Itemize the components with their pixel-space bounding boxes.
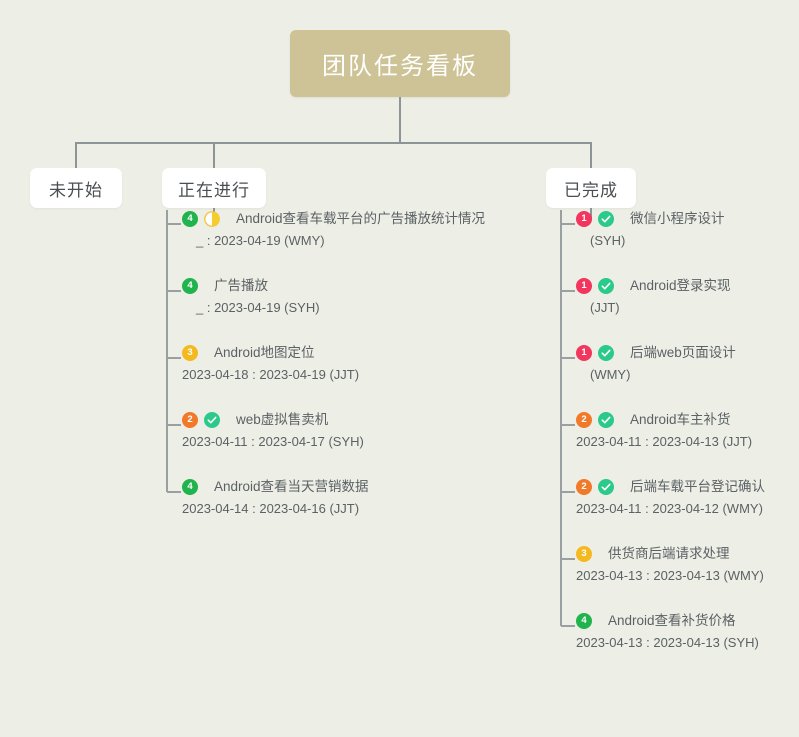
task-title-row: 4 Android查看补货价格: [576, 612, 794, 630]
priority-badge: 3: [576, 546, 592, 562]
task-item[interactable]: 4 Android查看车载平台的广告播放统计情况 _ : 2023-04-19 (W…: [160, 210, 540, 249]
connector-branch: [167, 290, 181, 292]
task-title-row: 2 web虚拟售卖机: [182, 411, 540, 429]
task-item[interactable]: 2 后端车载平台登记确认 2023-04-11 : 2023-04-12 (WMY): [554, 478, 794, 517]
check-circle-icon: [598, 211, 614, 227]
task-title-row: 1 Android登录实现: [576, 277, 794, 295]
task-title: Android车主补货: [630, 412, 731, 427]
task-dates: 2023-04-11 : 2023-04-13 (JJT): [576, 434, 753, 449]
task-title-row: 4 Android查看当天营销数据: [182, 478, 540, 496]
task-title-row: 2 后端车载平台登记确认: [576, 478, 794, 496]
task-title: Android查看当天营销数据: [214, 479, 369, 494]
root-node[interactable]: 团队任务看板: [290, 30, 510, 97]
task-item[interactable]: 2 web虚拟售卖机 2023-04-11 : 2023-04-17 (SYH): [160, 411, 540, 450]
task-item[interactable]: 2 Android车主补货 2023-04-11 : 2023-04-13 (JJT…: [554, 411, 794, 450]
task-dates: 2023-04-11 : 2023-04-12 (WMY): [576, 501, 763, 516]
connector-branch: [561, 357, 575, 359]
task-item[interactable]: 3 Android地图定位 2023-04-18 : 2023-04-19 (JJT…: [160, 344, 540, 383]
priority-badge: 2: [576, 479, 592, 495]
task-item[interactable]: 4 Android查看补货价格 2023-04-13 : 2023-04-13 (S…: [554, 612, 794, 651]
task-dates: _ : 2023-04-19 (SYH): [196, 300, 320, 315]
page-title: 团队任务看板: [322, 53, 478, 80]
task-item[interactable]: 4 广告播放 _ : 2023-04-19 (SYH): [160, 277, 540, 316]
task-title: 供货商后端请求处理: [608, 546, 730, 561]
connector-branch: [167, 357, 181, 359]
priority-badge: 3: [182, 345, 198, 361]
task-item[interactable]: 1 微信小程序设计 (SYH): [554, 210, 794, 249]
task-dates: (WMY): [590, 367, 631, 382]
task-title-row: 3 供货商后端请求处理: [576, 545, 794, 563]
priority-badge: 2: [576, 412, 592, 428]
column-header-not-started[interactable]: 未开始: [30, 168, 122, 208]
connector-branch: [167, 491, 181, 493]
task-title-row: 1 微信小程序设计: [576, 210, 794, 228]
half-circle-icon: [204, 211, 220, 227]
task-title: 后端车载平台登记确认: [630, 479, 765, 494]
priority-badge: 4: [182, 211, 198, 227]
task-list-in-progress: 4 Android查看车载平台的广告播放统计情况 _ : 2023-04-19 (W…: [160, 210, 540, 545]
connector-branch: [561, 290, 575, 292]
task-title-row: 4 广告播放: [182, 277, 540, 295]
task-item[interactable]: 3 供货商后端请求处理 2023-04-13 : 2023-04-13 (WMY): [554, 545, 794, 584]
task-item[interactable]: 4 Android查看当天营销数据 2023-04-14 : 2023-04-16 …: [160, 478, 540, 517]
connector-branch: [167, 223, 181, 225]
task-dates: 2023-04-13 : 2023-04-13 (SYH): [576, 635, 759, 650]
priority-badge: 4: [576, 613, 592, 629]
task-title: Android查看车载平台的广告播放统计情况: [236, 211, 486, 226]
task-title: 广告播放: [214, 278, 268, 293]
task-title: 微信小程序设计: [630, 211, 725, 226]
priority-badge: 4: [182, 278, 198, 294]
connector-branch: [561, 223, 575, 225]
task-dates: 2023-04-13 : 2023-04-13 (WMY): [576, 568, 764, 583]
connector-horizontal: [75, 142, 591, 144]
connector-branch: [561, 625, 575, 627]
connector-drop-col-2: [590, 142, 592, 169]
connector-drop-col-1: [213, 142, 215, 169]
task-title-row: 3 Android地图定位: [182, 344, 540, 362]
task-item[interactable]: 1 Android登录实现 (JJT): [554, 277, 794, 316]
task-title: Android查看补货价格: [608, 613, 736, 628]
task-title: Android地图定位: [214, 345, 315, 360]
check-circle-icon: [598, 479, 614, 495]
task-dates: (JJT): [590, 300, 620, 315]
check-circle-icon: [204, 412, 220, 428]
connector-branch: [561, 491, 575, 493]
connector-branch: [561, 424, 575, 426]
task-dates: 2023-04-18 : 2023-04-19 (JJT): [182, 367, 360, 382]
column-header-completed[interactable]: 已完成: [546, 168, 636, 208]
task-title-row: 4 Android查看车载平台的广告播放统计情况: [182, 210, 540, 228]
task-dates: (SYH): [590, 233, 626, 248]
column-label: 正在进行: [178, 180, 250, 200]
column-label: 未开始: [49, 180, 103, 200]
connector-trunk: [560, 210, 562, 626]
connector-root-stem: [399, 97, 401, 143]
check-circle-icon: [598, 412, 614, 428]
priority-badge: 4: [182, 479, 198, 495]
check-circle-icon: [598, 278, 614, 294]
check-circle-icon: [598, 345, 614, 361]
priority-badge: 1: [576, 278, 592, 294]
priority-badge: 1: [576, 345, 592, 361]
task-dates: _ : 2023-04-19 (WMY): [196, 233, 325, 248]
task-title-row: 2 Android车主补货: [576, 411, 794, 429]
task-title: Android登录实现: [630, 278, 731, 293]
connector-trunk: [166, 210, 168, 492]
task-title: web虚拟售卖机: [236, 412, 329, 427]
task-dates: 2023-04-14 : 2023-04-16 (JJT): [182, 501, 360, 516]
task-title-row: 1 后端web页面设计: [576, 344, 794, 362]
priority-badge: 2: [182, 412, 198, 428]
connector-branch: [167, 424, 181, 426]
task-item[interactable]: 1 后端web页面设计 (WMY): [554, 344, 794, 383]
column-header-in-progress[interactable]: 正在进行: [162, 168, 266, 208]
priority-badge: 1: [576, 211, 592, 227]
connector-stem-completed: [590, 208, 592, 220]
connector-drop-col-0: [75, 142, 77, 169]
column-label: 已完成: [564, 180, 618, 200]
connector-branch: [561, 558, 575, 560]
task-title: 后端web页面设计: [630, 345, 736, 360]
task-dates: 2023-04-11 : 2023-04-17 (SYH): [182, 434, 364, 449]
